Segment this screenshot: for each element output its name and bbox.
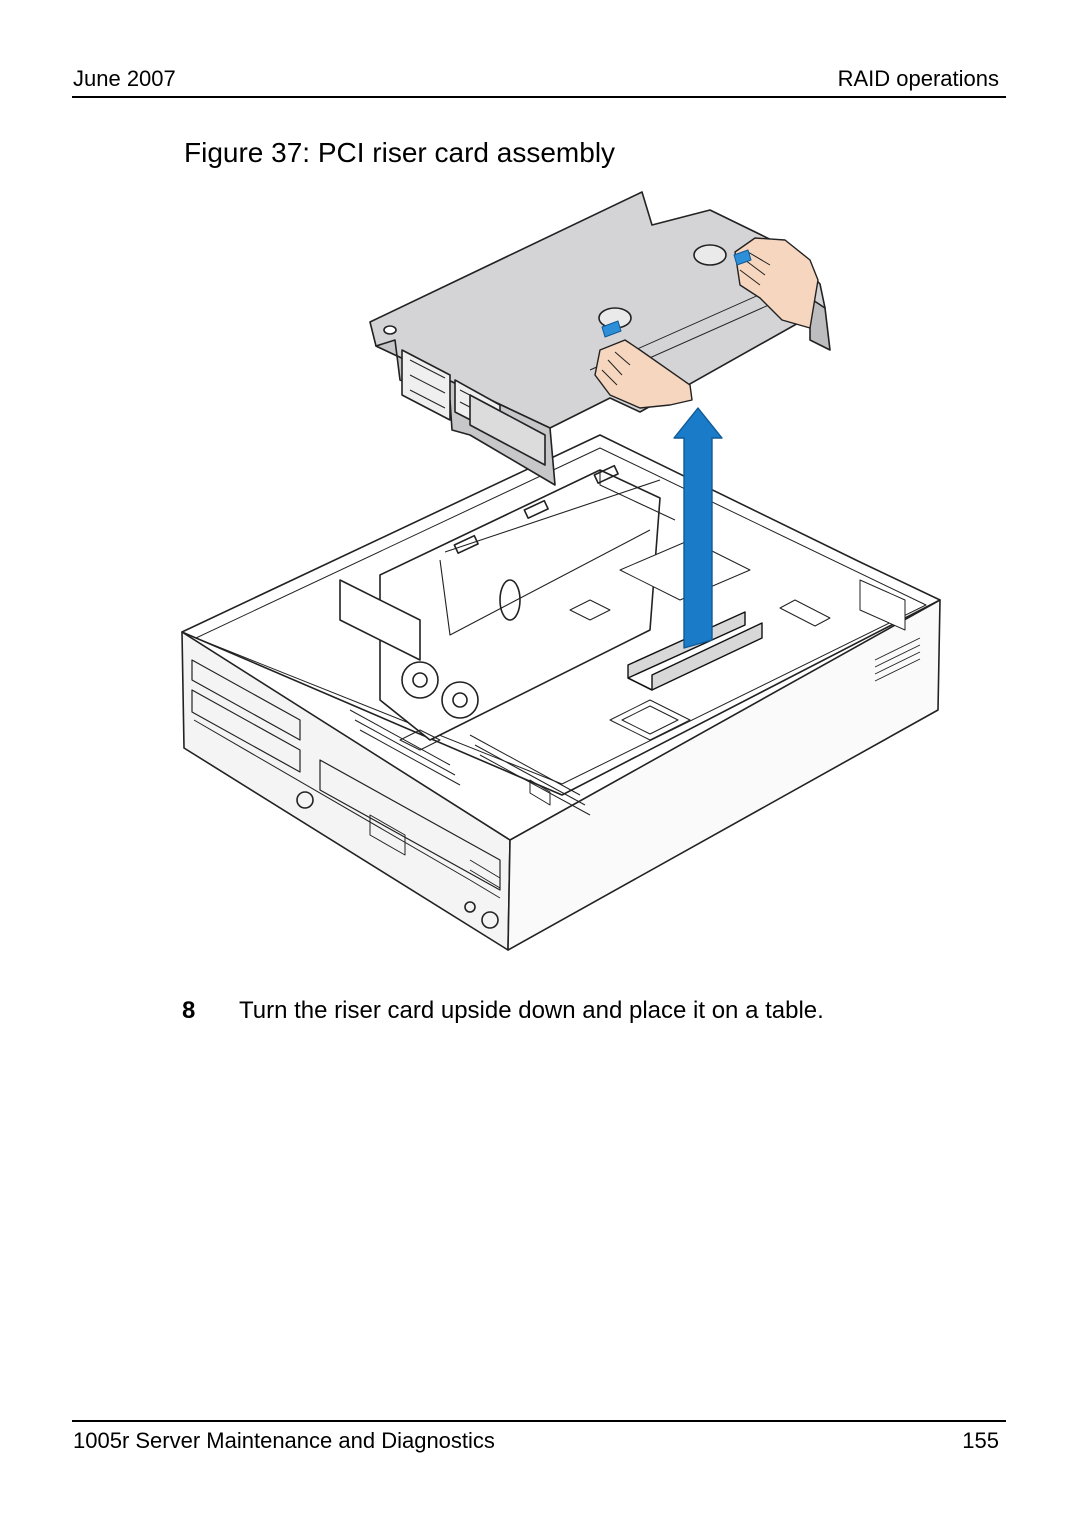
header-rule [72, 96, 1006, 98]
header-section: RAID operations [837, 66, 999, 91]
step-text: Turn the riser card upside down and plac… [239, 997, 824, 1024]
hand-icon [734, 237, 819, 329]
footer-page-number: 155 [962, 1428, 999, 1453]
header-date: June 2007 [73, 66, 176, 91]
lift-arrow-icon [673, 407, 723, 649]
release-tab-icon [733, 249, 752, 266]
hand-icon [594, 339, 693, 409]
release-tab-icon [601, 320, 622, 338]
step-number: 8 [182, 997, 196, 1024]
riser-card [369, 191, 831, 486]
riser-card-illustration [170, 180, 960, 970]
server-chassis [181, 434, 941, 951]
footer-title: 1005r Server Maintenance and Diagnostics [73, 1428, 495, 1453]
footer-rule [72, 1420, 1006, 1422]
figure-caption: Figure 37: PCI riser card assembly [184, 137, 616, 168]
